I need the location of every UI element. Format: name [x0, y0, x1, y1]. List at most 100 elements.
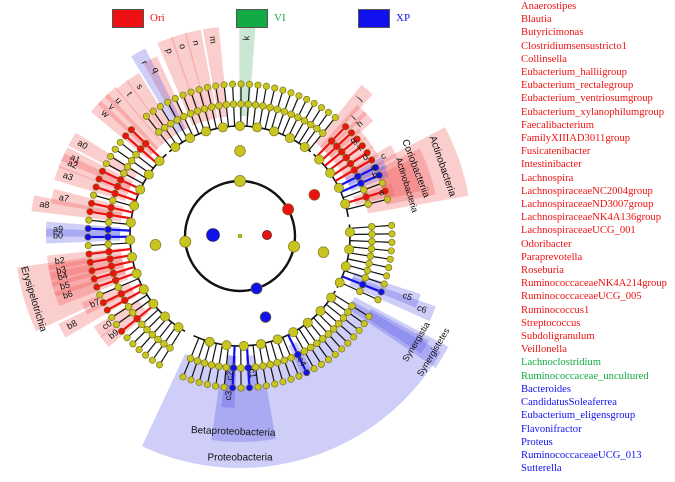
leaf-label: k: [241, 35, 251, 40]
genus-node: [203, 380, 211, 388]
family-node: [319, 129, 327, 137]
genus-node: [86, 208, 94, 216]
family-node: [116, 176, 125, 184]
order-node: [272, 334, 283, 345]
genus-node: [378, 179, 386, 187]
leaf-shade: [104, 86, 164, 150]
genus-node: [85, 250, 93, 258]
taxon-label: FamilyXIIIAD3011group: [521, 133, 631, 145]
leaf-shade: [239, 26, 256, 117]
leaf-label: p: [164, 47, 175, 55]
phylum-node: [282, 203, 295, 216]
genus-node: [303, 369, 311, 377]
order-node: [285, 133, 295, 143]
family-node: [160, 340, 168, 348]
genus-node: [368, 156, 376, 164]
genus-node: [88, 199, 96, 207]
taxon-label: Anaerostipes: [521, 1, 577, 12]
genus-node: [220, 383, 228, 391]
family-node: [215, 101, 223, 110]
leaf-shade: [46, 248, 122, 271]
family-node: [193, 107, 202, 115]
family-node: [109, 269, 118, 277]
leaf-label: a1: [69, 152, 82, 165]
order-node: [340, 261, 351, 272]
genus-node: [303, 95, 311, 103]
genus-node: [353, 135, 361, 143]
family-node: [237, 100, 245, 108]
family-node: [148, 331, 157, 339]
root-node: [237, 233, 243, 239]
genus-node: [102, 160, 110, 168]
leaf-label: e: [369, 162, 378, 173]
leaf-label: q: [151, 65, 162, 74]
leaf-label: s: [134, 82, 145, 92]
taxon-label: Faecalibacterium: [521, 119, 594, 131]
family-node: [294, 113, 302, 122]
order-node: [185, 133, 195, 143]
family-node: [244, 100, 252, 108]
legend-item-xp: XP: [358, 7, 410, 29]
taxon-label: Paraprevotella: [521, 251, 583, 263]
family-node: [237, 364, 245, 372]
phylum-node: [288, 240, 300, 253]
genus-node: [246, 80, 254, 88]
family-node: [127, 156, 136, 165]
family-node: [313, 124, 321, 133]
family-node: [186, 109, 195, 118]
leaf-shade: [58, 288, 137, 338]
genus-node: [254, 81, 262, 89]
leaf-shade: [126, 72, 177, 140]
taxon-label: Clostridiumsensustricto1: [521, 40, 627, 52]
genus-node: [220, 81, 228, 89]
order-node: [143, 169, 154, 180]
taxon-label: Butyricimonas: [521, 27, 584, 39]
leaf-label: b6: [61, 288, 74, 301]
genus-node: [212, 382, 220, 390]
order-node: [256, 339, 266, 349]
order-node: [235, 121, 245, 131]
genus-node: [237, 384, 245, 392]
taxon-label: Odoribacter: [521, 238, 572, 250]
genus-node: [93, 283, 101, 291]
family-node: [259, 102, 267, 110]
family-node: [113, 182, 122, 191]
family-node: [356, 287, 364, 296]
family-node: [333, 142, 341, 151]
taxon-label: LachnospiraceaeNK4A136group: [521, 212, 662, 224]
leaf-label: a2: [66, 158, 79, 171]
taxon-label: Intestinibacter: [521, 159, 582, 171]
leaf-shade: [58, 153, 132, 194]
taxon-label: Lachnospira: [521, 172, 574, 184]
genus-node: [95, 175, 103, 183]
order-node: [135, 184, 146, 195]
family-node: [123, 163, 132, 171]
genus-node: [342, 123, 350, 131]
order-node: [326, 292, 337, 303]
family-node: [300, 117, 309, 125]
leaf-label: b4: [57, 270, 69, 282]
order-node: [125, 217, 136, 228]
genus-node: [338, 345, 346, 353]
genus-node: [331, 350, 339, 358]
order-node: [345, 227, 355, 238]
leaf-label: b7: [88, 296, 101, 309]
leaf-shade: [202, 27, 228, 118]
order-node: [344, 244, 355, 255]
family-node: [361, 273, 369, 282]
genus-node: [179, 373, 187, 381]
leaf-shade: [45, 228, 121, 244]
taxon-label: Ruminococcus1: [521, 304, 590, 316]
taxon-label: Bacteroides: [521, 383, 572, 395]
family-node: [207, 103, 216, 111]
genus-node: [271, 380, 279, 388]
family-node: [111, 276, 120, 284]
family-node: [114, 283, 123, 291]
family-node: [104, 233, 112, 241]
family-node: [338, 148, 346, 156]
genus-node: [310, 365, 318, 373]
leaf-label: a9: [53, 224, 63, 234]
family-node: [360, 186, 368, 194]
leaf-label: b: [371, 170, 380, 181]
leaf-shade: [97, 93, 159, 155]
